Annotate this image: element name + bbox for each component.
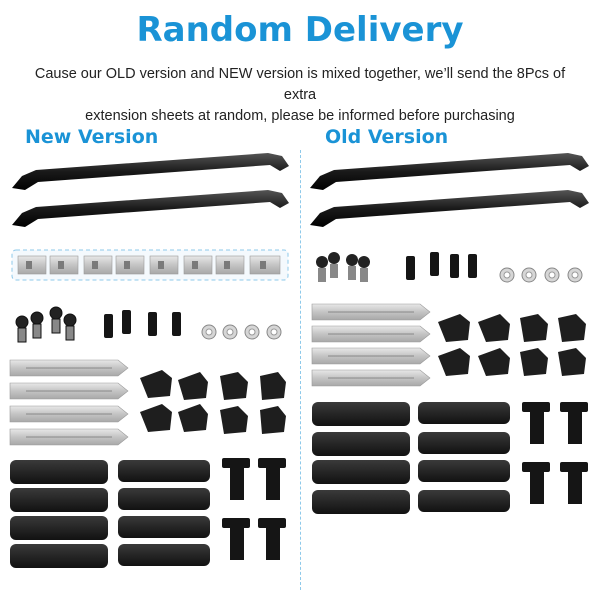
old-nuts <box>499 267 583 283</box>
new-clamps <box>140 370 286 434</box>
new-version-label: New Version <box>25 126 159 148</box>
old-keys <box>316 252 370 282</box>
description: Cause our OLD version and NEW version is… <box>20 64 580 127</box>
old-clamps <box>438 314 586 376</box>
new-crossbar-1 <box>12 153 289 190</box>
new-crossbars <box>12 153 289 227</box>
description-line-2: extension sheets at random, please be in… <box>85 108 515 124</box>
new-nuts <box>201 324 282 340</box>
new-sleeves <box>104 310 181 338</box>
new-bolts <box>222 458 286 560</box>
new-extension-sheets <box>11 249 289 281</box>
column-divider <box>300 150 301 590</box>
new-keys <box>15 306 77 343</box>
new-straps <box>9 359 129 446</box>
old-sleeves <box>406 252 477 280</box>
old-crossbars <box>310 153 589 227</box>
page-title: Random Delivery <box>136 10 464 50</box>
old-version-label: Old Version <box>325 126 449 148</box>
old-crossbar-1 <box>310 153 589 190</box>
old-pads <box>312 402 510 514</box>
new-crossbar-2 <box>12 190 289 227</box>
description-line-1: Cause our OLD version and NEW version is… <box>34 66 566 103</box>
new-pads <box>10 460 210 568</box>
old-straps <box>311 303 431 387</box>
old-bolts <box>522 402 588 504</box>
old-crossbar-2 <box>310 190 589 227</box>
